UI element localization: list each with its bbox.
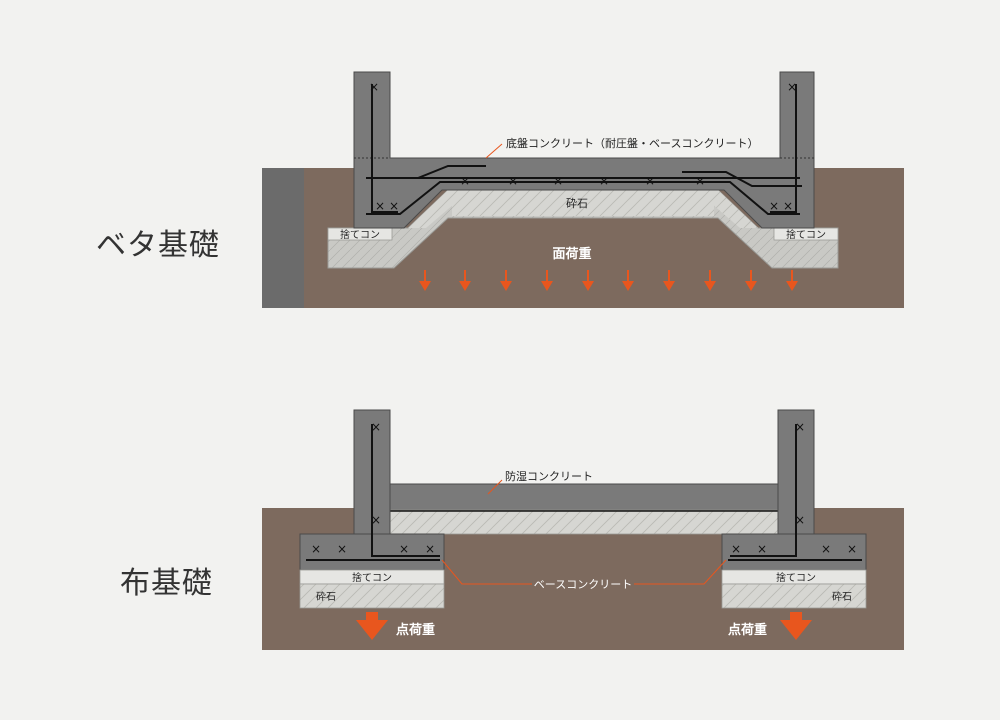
beta-gravel-label: 砕石 — [566, 196, 588, 210]
nuno-callout-base-label: ベースコンクリート — [534, 578, 632, 591]
svg-text:×: × — [757, 542, 767, 556]
svg-text:×: × — [695, 174, 705, 188]
beta-slab-concrete — [353, 71, 815, 229]
svg-text:×: × — [731, 542, 741, 556]
beta-load-label: 面荷重 — [552, 246, 591, 262]
nuno-gravel-label-right: 砕石 — [832, 591, 852, 603]
svg-text:×: × — [399, 542, 409, 556]
svg-text:×: × — [425, 542, 435, 556]
nuno-leveling-label-left: 捨てコン — [352, 571, 392, 584]
svg-text:×: × — [847, 542, 857, 556]
beta-gravel-band — [452, 190, 714, 216]
nuno-foundation-diagram: ×× ×× ×××× ×××× 防湿コンクリート ベースコンクリート 捨てコン … — [262, 409, 904, 650]
beta-leveling-label-left: 捨てコン — [340, 228, 380, 241]
nuno-callout-top-leader — [487, 479, 503, 495]
beta-leveling-label-right: 捨てコン — [786, 228, 826, 241]
beta-foundation-diagram: × × × × × × × × × × × × 底盤コンクリート（耐圧盤・ベースコンクリート）… — [262, 71, 904, 308]
nuno-right-load-arrow — [780, 612, 812, 640]
load-arrow — [541, 270, 553, 291]
beta-callout-leader — [485, 143, 503, 159]
load-arrow — [786, 270, 798, 291]
nuno-right-base-concrete — [721, 533, 867, 571]
svg-text:×: × — [821, 542, 831, 556]
load-arrow — [419, 270, 431, 291]
nuno-leveling-label-right: 捨てコン — [776, 571, 816, 584]
load-arrow — [622, 270, 634, 291]
load-arrow — [582, 270, 594, 291]
nuno-load-label-left: 点荷重 — [396, 622, 435, 638]
svg-text:×: × — [375, 199, 385, 213]
beta-rebar-crosses: × × × × × × × × × × × × — [369, 80, 797, 213]
nuno-right-gravel — [721, 583, 867, 609]
nuno-callout-base-leader-left — [441, 559, 532, 585]
nuno-left-gravel — [299, 583, 445, 609]
svg-text:×: × — [371, 420, 381, 434]
nuno-moisture-slab — [389, 483, 779, 511]
svg-text:×: × — [783, 199, 793, 213]
svg-text:×: × — [787, 80, 797, 94]
svg-text:×: × — [460, 174, 470, 188]
load-arrow — [663, 270, 675, 291]
svg-text:×: × — [553, 174, 563, 188]
svg-text:×: × — [508, 174, 518, 188]
nuno-left-load-arrow — [356, 612, 388, 640]
nuno-rebar-crosses: × × × × × × × × × × × × — [311, 420, 857, 556]
beta-foundation-title: ベタ基礎 — [96, 228, 220, 263]
load-arrow — [459, 270, 471, 291]
load-arrow — [704, 270, 716, 291]
nuno-gravel-label-left: 砕石 — [316, 591, 336, 603]
nuno-rebar — [306, 424, 862, 561]
svg-text:×: × — [795, 420, 805, 434]
load-arrow — [745, 270, 757, 291]
nuno-load-label-right: 点荷重 — [728, 622, 767, 638]
svg-text:×: × — [311, 542, 321, 556]
beta-callout-label: 底盤コンクリート（耐圧盤・ベースコンクリート） — [506, 136, 758, 150]
svg-text:×: × — [389, 199, 399, 213]
load-arrow — [500, 270, 512, 291]
nuno-callout-top-label: 防湿コンクリート — [505, 469, 593, 483]
beta-rebar — [366, 84, 802, 215]
svg-text:×: × — [337, 542, 347, 556]
nuno-foundation-title: 布基礎 — [120, 566, 213, 601]
svg-text:×: × — [369, 80, 379, 94]
nuno-callout-base-leader-right — [634, 559, 727, 585]
svg-text:×: × — [769, 199, 779, 213]
svg-text:×: × — [371, 513, 381, 527]
svg-text:×: × — [645, 174, 655, 188]
beta-adjacent-wall — [262, 168, 304, 308]
svg-text:×: × — [599, 174, 609, 188]
beta-load-arrows — [419, 270, 798, 291]
svg-text:×: × — [795, 513, 805, 527]
nuno-moisture-gravel — [389, 509, 779, 535]
